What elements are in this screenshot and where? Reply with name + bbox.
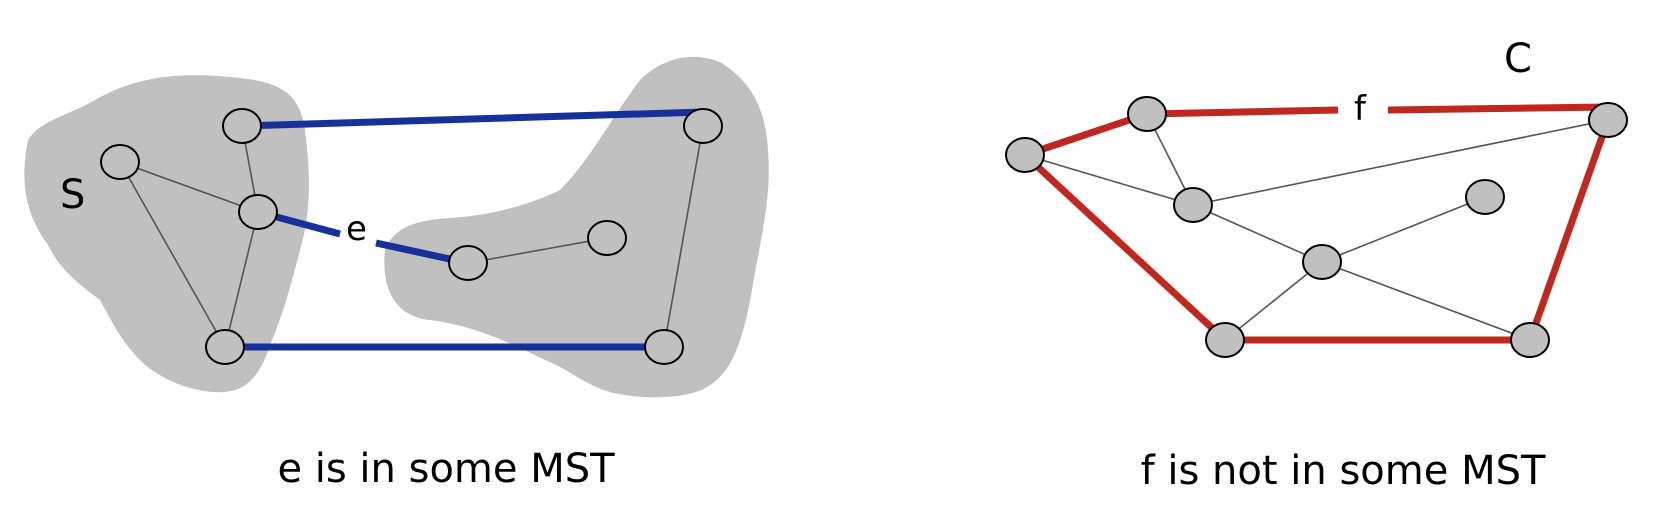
graph-node xyxy=(1005,137,1045,173)
caption-left: e is in some MST xyxy=(277,446,615,492)
cycle-label: C xyxy=(1504,36,1532,82)
graph-node xyxy=(587,220,627,256)
edge xyxy=(1192,119,1609,206)
crossing-edge-top xyxy=(241,108,704,130)
graph-node xyxy=(1173,187,1213,223)
edge xyxy=(119,161,226,348)
graph-node xyxy=(1127,96,1167,132)
graph-node xyxy=(1510,322,1550,358)
cycle-edge-f-left xyxy=(1146,106,1339,118)
edge xyxy=(663,125,704,348)
cut-set-region-right xyxy=(384,56,769,398)
cycle-edge xyxy=(1022,152,1228,343)
graph-node xyxy=(100,144,140,180)
graph-node xyxy=(644,329,684,365)
graph-node xyxy=(222,108,262,144)
graph-node xyxy=(1302,244,1342,280)
graph-node xyxy=(683,108,723,144)
cut-set-region-left xyxy=(24,75,309,393)
cycle-edge xyxy=(1023,110,1149,159)
edge xyxy=(1192,204,1323,263)
graph-node xyxy=(1588,102,1628,138)
edge xyxy=(1024,154,1194,206)
cycle-property-diagram: C f f is not in some MST xyxy=(1005,36,1628,494)
graph-node xyxy=(205,329,245,365)
graph-node xyxy=(448,245,488,281)
edge xyxy=(119,161,259,213)
edge-e-label: e xyxy=(346,209,367,249)
cut-set-label: S xyxy=(60,172,85,218)
edge xyxy=(1224,261,1323,341)
edge xyxy=(1321,196,1486,263)
edge xyxy=(224,211,259,348)
graph-node xyxy=(1205,322,1245,358)
cycle-edge-f-right xyxy=(1387,103,1609,114)
graph-node xyxy=(1465,179,1505,215)
edge-f-label: f xyxy=(1354,89,1367,129)
cycle-edge xyxy=(1526,118,1612,342)
caption-right: f is not in some MST xyxy=(1141,448,1546,494)
graph-node xyxy=(238,194,278,230)
cut-property-diagram: S e e is in some MST xyxy=(24,56,769,492)
edge xyxy=(467,237,608,264)
edge xyxy=(1321,261,1531,341)
